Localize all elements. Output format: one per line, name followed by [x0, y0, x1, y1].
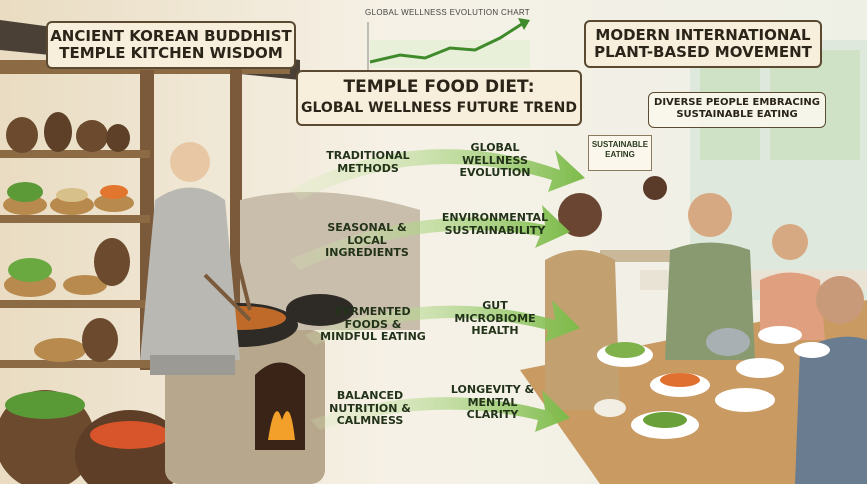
flow-from-2: Seasonal & Local Ingredients — [325, 221, 409, 260]
wellness-chart — [367, 18, 530, 70]
left-banner: Ancient Korean Buddhist Temple Kitchen W… — [46, 21, 296, 69]
center-title-line1: Temple Food Diet: — [343, 77, 535, 97]
right-banner: Modern International Plant-Based Movemen… — [584, 20, 822, 68]
sustainable-eating-sign: Sustainable Eating — [588, 135, 652, 171]
flow-from-1: Traditional Methods — [326, 149, 410, 175]
flow-from-4: Balanced Nutrition & Calmness — [329, 389, 411, 428]
right-subtitle-text: Diverse People Embracing Sustainable Eat… — [654, 97, 820, 120]
flow-to-2: Environmental Sustainability — [441, 211, 549, 237]
chart-title: GLOBAL WELLNESS EVOLUTION CHART — [365, 8, 530, 17]
center-title: Temple Food Diet: Global Wellness Future… — [296, 70, 582, 126]
flow-arrows — [290, 149, 585, 432]
flow-to-4: Longevity & Mental Clarity — [450, 383, 535, 422]
flow-from-3: Fermented Foods & Mindful Eating — [320, 305, 426, 344]
right-subtitle: Diverse People Embracing Sustainable Eat… — [648, 92, 826, 128]
right-banner-text: Modern International Plant-Based Movemen… — [594, 26, 812, 62]
flow-to-3: Gut Microbiome Health — [454, 299, 536, 338]
center-title-line2: Global Wellness Future Trend — [301, 99, 577, 116]
temple-kitchen — [0, 20, 420, 484]
left-banner-text: Ancient Korean Buddhist Temple Kitchen W… — [50, 27, 292, 63]
modern-kitchen — [520, 40, 867, 484]
flow-to-1: Global Wellness Evolution — [459, 141, 531, 180]
